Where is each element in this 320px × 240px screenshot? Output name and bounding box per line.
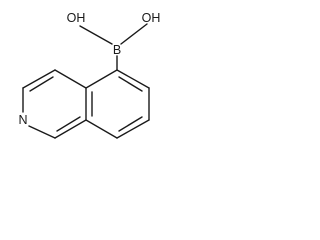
atom-label-nitrogen: N (18, 113, 27, 127)
structure-diagram: OH OH B N (18, 11, 161, 139)
bond-c8-c8a (85, 119, 118, 139)
atom-label-oh-left: OH (67, 11, 86, 25)
bond-c7-c8 (116, 119, 150, 139)
double-bond-c1-c8a (56, 116, 81, 132)
bond-c4-c3 (22, 69, 56, 89)
bond-c4a-c4 (54, 69, 87, 89)
atom-label-boron: B (113, 43, 121, 57)
bond-n-c1 (28, 125, 56, 139)
double-bond-c7-c8 (118, 116, 143, 132)
double-bond-c5-c6 (118, 76, 143, 92)
double-bond-c4-c3 (29, 76, 54, 92)
bond-c1-c8a (54, 119, 87, 139)
bond-o2-b (120, 23, 148, 45)
bond-c4a-c5 (85, 69, 118, 89)
atom-label-oh-right: OH (142, 11, 161, 25)
bond-c5-c6 (116, 69, 150, 89)
bond-o1-b (79, 25, 113, 45)
